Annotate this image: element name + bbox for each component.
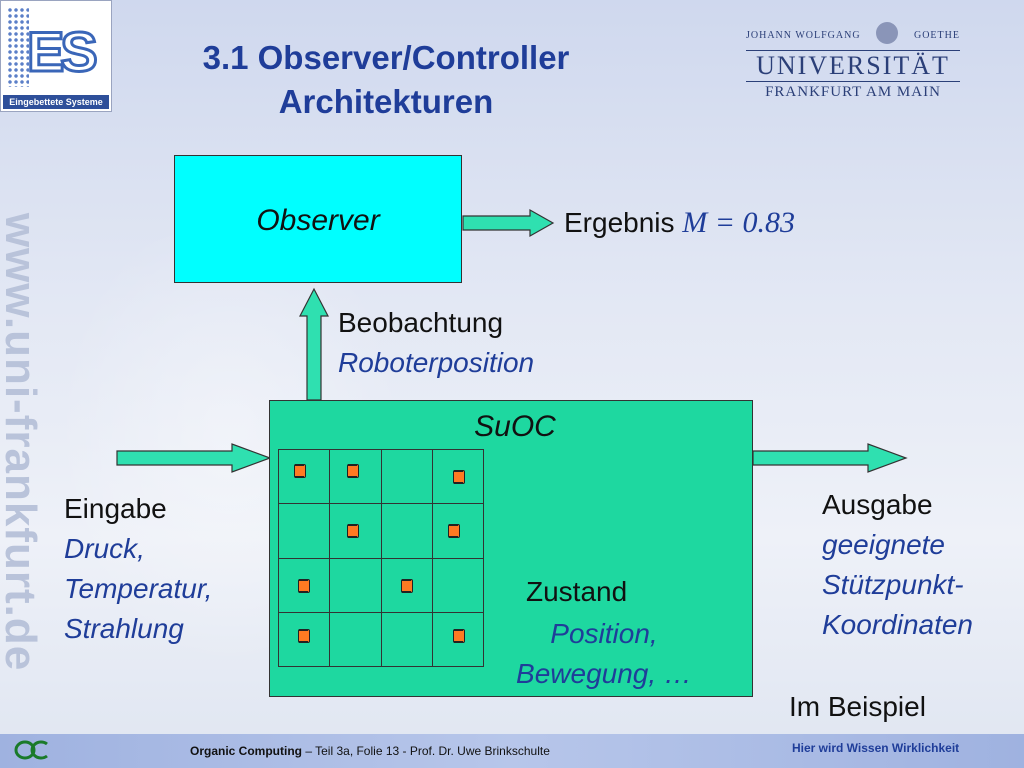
ausgabe-text: Ausgabe geeignete Stützpunkt- Koordinate…	[822, 485, 973, 645]
grid-cell	[277, 557, 331, 613]
beobachtung-value: Roboterposition	[338, 347, 535, 378]
uni-city: FRANKFURT AM MAIN	[765, 84, 941, 100]
grid-cell	[431, 557, 485, 613]
arrow-eingabe	[116, 443, 272, 473]
uni-line1-left: JOHANN WOLFGANG	[746, 30, 861, 41]
oc-logo-icon	[14, 740, 48, 760]
grid-cell	[329, 448, 382, 505]
grid-cell	[380, 611, 433, 668]
observer-box: Observer	[174, 155, 462, 283]
eingabe-item: Strahlung	[64, 613, 184, 644]
robot-icon	[447, 524, 460, 539]
grid-cell	[431, 611, 485, 668]
eingabe-item: Temperatur,	[64, 573, 213, 604]
beobachtung-text: Beobachtung Roboterposition	[338, 303, 534, 383]
grid-cell	[329, 503, 382, 559]
robot-icon	[452, 470, 465, 484]
ausgabe-label: Ausgabe	[822, 489, 933, 520]
arrow-beobachtung	[299, 287, 329, 401]
robot-icon	[452, 628, 465, 643]
footer-slogan: Hier wird Wissen Wirklichkeit	[792, 741, 960, 755]
eingabe-item: Druck,	[64, 533, 145, 564]
robot-icon	[400, 578, 413, 593]
uni-line1-right: GOETHE	[913, 30, 960, 41]
eingabe-label: Eingabe	[64, 493, 167, 524]
grid-cell	[277, 448, 331, 505]
footer-details: – Teil 3a, Folie 13 - Prof. Dr. Uwe Brin…	[302, 744, 550, 758]
robot-icon	[294, 464, 306, 478]
goethe-portrait-icon	[876, 22, 899, 44]
logo-letters: ES	[26, 19, 100, 85]
ergebnis-label: Ergebnis	[564, 207, 675, 238]
zustand-item: Position,	[550, 618, 658, 649]
zustand-items: Position, Bewegung, …	[484, 614, 724, 694]
footer-info: Organic Computing – Teil 3a, Folie 13 - …	[190, 744, 550, 758]
zustand-label: Zustand	[526, 576, 628, 607]
grid-cell	[277, 503, 331, 559]
grid-cell	[380, 557, 433, 613]
logo-caption: Eingebettete Systeme	[3, 95, 109, 109]
ergebnis-text: Ergebnis M = 0.83	[564, 203, 795, 243]
grid-cell	[431, 503, 485, 559]
grid-cell	[431, 448, 485, 505]
ausgabe-item: Stützpunkt-	[822, 569, 964, 600]
grid-cell	[329, 557, 382, 613]
ausgabe-item: Koordinaten	[822, 609, 974, 640]
grid-cell	[380, 448, 433, 505]
slide-title: 3.1 Observer/Controller Architekturen	[202, 39, 570, 120]
beobachtung-label: Beobachtung	[338, 307, 504, 338]
robot-icon	[347, 524, 360, 539]
robot-icon	[298, 628, 310, 643]
footer-course: Organic Computing	[190, 744, 302, 758]
arrow-ausgabe	[752, 443, 908, 473]
arrow-ergebnis	[462, 208, 555, 238]
zustand-item: Bewegung, …	[516, 658, 692, 689]
ergebnis-formula: M = 0.83	[682, 206, 796, 239]
footer: Organic Computing – Teil 3a, Folie 13 - …	[0, 734, 1024, 768]
logo-dots	[7, 7, 29, 87]
eingabe-text: Eingabe Druck, Temperatur, Strahlung	[64, 489, 212, 649]
es-logo: ES Eingebettete Systeme	[0, 0, 112, 112]
ausgabe-item: geeignete	[822, 529, 946, 560]
grid-cell	[277, 611, 331, 668]
robot-icon	[298, 578, 310, 593]
observer-label: Observer	[256, 204, 380, 237]
robot-icon	[347, 464, 360, 478]
university-logo: JOHANN WOLFGANG GOETHE UNIVERSITÄT FRANK…	[746, 22, 960, 101]
grid-cell	[380, 503, 433, 559]
im-beispiel: Im Beispiel	[789, 691, 926, 722]
grid-cell	[329, 611, 382, 668]
uni-name: UNIVERSITÄT	[746, 50, 960, 82]
robot-grid	[277, 448, 485, 668]
suoc-label: SuOC	[474, 410, 556, 443]
